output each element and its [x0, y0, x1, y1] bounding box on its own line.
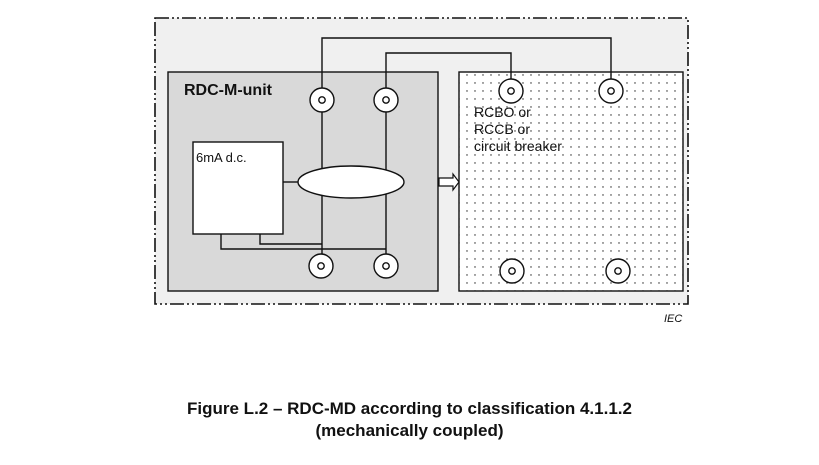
- breaker-label: RCBO or RCCB or circuit breaker: [474, 104, 562, 155]
- coupling-arrow-icon: [438, 172, 460, 192]
- dc-block-label: 6mA d.c.: [196, 150, 247, 165]
- terminal-breaker-top-2: [598, 78, 624, 104]
- rdc-m-unit-title: RDC-M-unit: [184, 82, 272, 99]
- dc-detector-block: [192, 141, 284, 235]
- terminal-unit-top-2: [373, 87, 399, 113]
- breaker-label-line: RCCB or: [474, 121, 531, 137]
- caption-line-1: Figure L.2 – RDC-MD according to classif…: [187, 399, 632, 418]
- iec-source-mark: IEC: [664, 313, 683, 325]
- dc-wire-a: [220, 234, 386, 250]
- current-transformer: [297, 165, 405, 199]
- breaker-label-line: circuit breaker: [474, 138, 562, 154]
- terminal-unit-top-1: [309, 87, 335, 113]
- terminal-unit-bottom-2: [373, 253, 399, 279]
- wire-inner: [385, 52, 512, 89]
- breaker-box: [458, 71, 684, 292]
- dc-wire-b: [259, 234, 322, 245]
- terminal-breaker-bottom-2: [605, 258, 631, 284]
- figure-caption: Figure L.2 – RDC-MD according to classif…: [0, 398, 819, 442]
- breaker-label-line: RCBO or: [474, 104, 531, 120]
- terminal-breaker-bottom-1: [499, 258, 525, 284]
- wire-outer: [321, 37, 612, 89]
- caption-line-2: (mechanically coupled): [315, 421, 504, 440]
- terminal-unit-bottom-1: [308, 253, 334, 279]
- terminal-breaker-top-1: [498, 78, 524, 104]
